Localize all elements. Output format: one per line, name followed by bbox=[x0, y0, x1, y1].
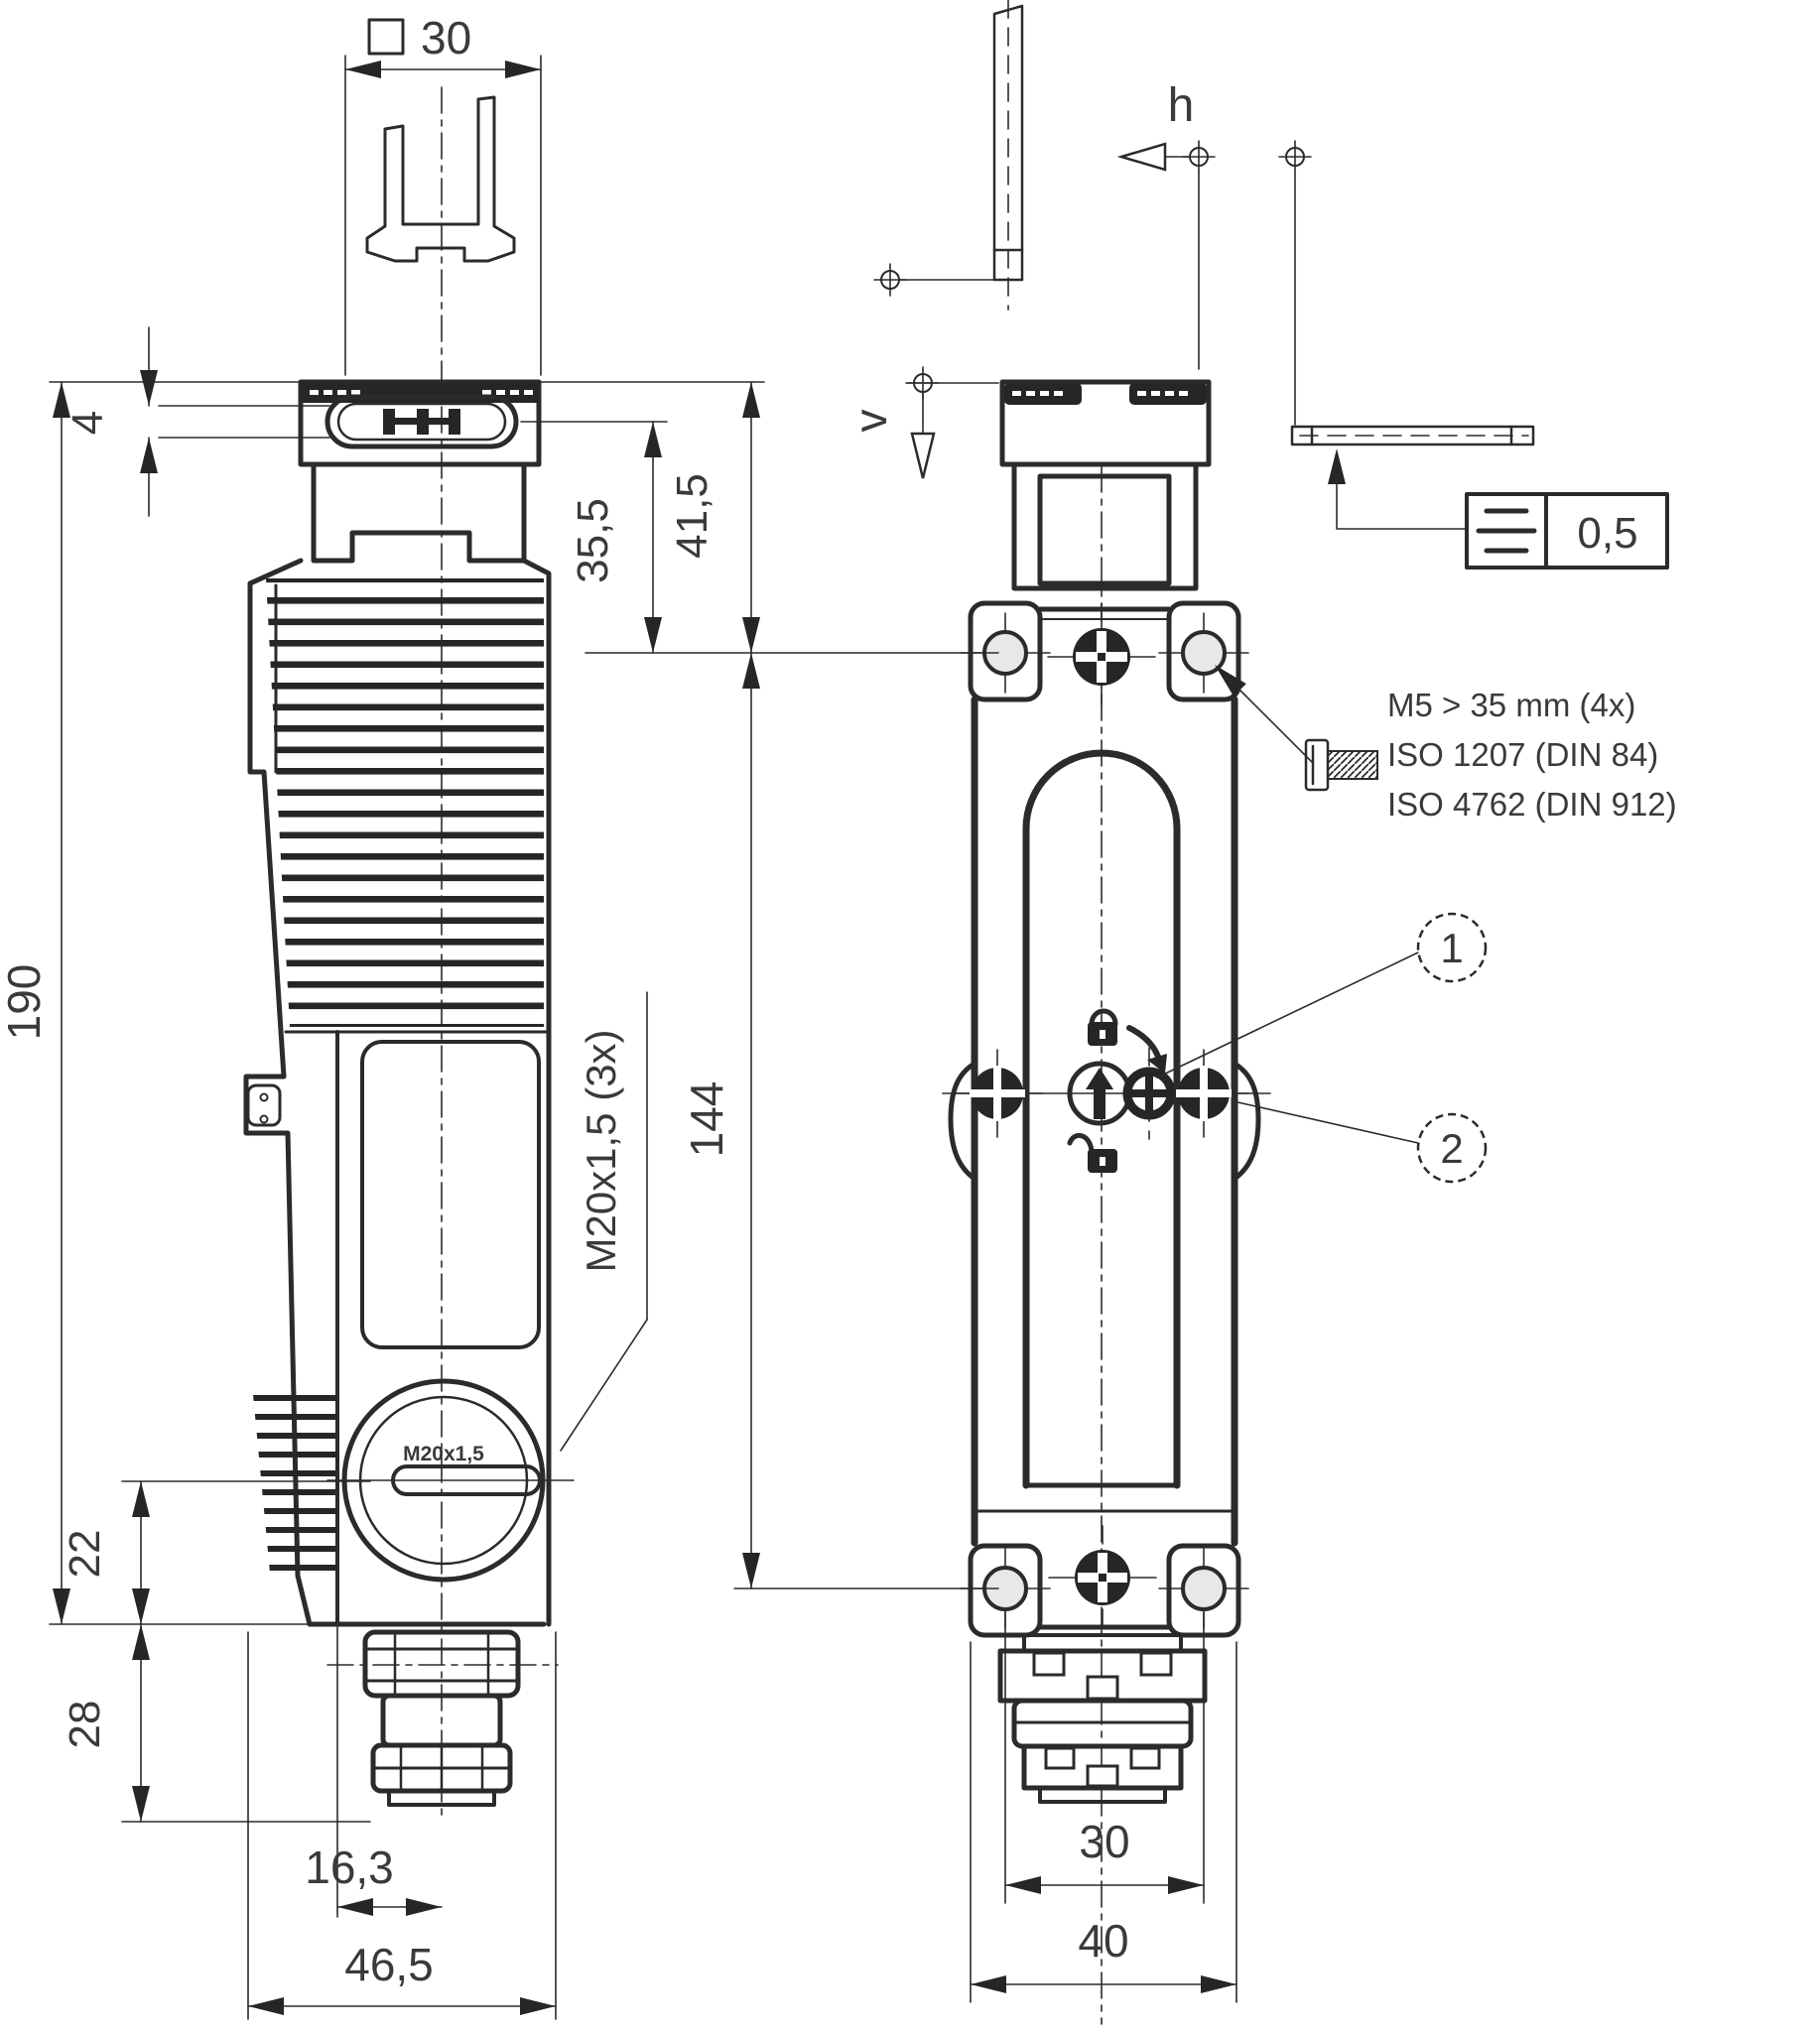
upper-ribs bbox=[266, 578, 544, 1027]
dim-41-5: 41,5 bbox=[668, 381, 760, 654]
dim-144: 144 bbox=[681, 652, 760, 1589]
actuator-cross-section bbox=[383, 409, 460, 435]
cable-gland: M20x1,5 bbox=[326, 1378, 575, 1583]
dim-190-value: 190 bbox=[0, 964, 50, 1041]
dim-m20-gland: M20x1,5 (3x) bbox=[560, 991, 648, 1452]
dim-30: 30 bbox=[1004, 1611, 1205, 1904]
release-arrow-icon bbox=[1086, 1068, 1113, 1119]
rotate-arrow-icon bbox=[1126, 1025, 1162, 1063]
dim-30-value: 30 bbox=[1079, 1816, 1129, 1867]
callout-1: 1 bbox=[1156, 912, 1488, 1079]
release-screw bbox=[1122, 1047, 1176, 1140]
dim-40-value: 40 bbox=[1078, 1915, 1128, 1967]
approach-h-label: h bbox=[1168, 79, 1195, 132]
mount-hole-bottom-right bbox=[1181, 1566, 1227, 1611]
dim-35-5-value: 35,5 bbox=[569, 498, 617, 583]
actuator-blade-horizontal bbox=[1290, 425, 1535, 446]
gland-embossed-text: M20x1,5 bbox=[403, 1443, 484, 1465]
screw-note: M5 > 35 mm (4x) ISO 1207 (DIN 84) ISO 47… bbox=[1208, 658, 1677, 823]
lower-ribs bbox=[252, 1384, 335, 1573]
mount-foot-top-right bbox=[1166, 600, 1241, 702]
clamp-hatch-left bbox=[310, 390, 360, 395]
dim-144-value: 144 bbox=[681, 1081, 732, 1158]
dim-28-value: 28 bbox=[61, 1701, 109, 1749]
dim-35-5: 35,5 bbox=[569, 421, 662, 654]
screw-note-line1: M5 > 35 mm (4x) bbox=[1387, 687, 1635, 723]
dim-4: 4 bbox=[64, 326, 330, 517]
target-icon-left bbox=[952, 1049, 1043, 1138]
square-symbol bbox=[367, 18, 405, 56]
dim-190: 190 bbox=[0, 381, 70, 1625]
dim-22: 22 bbox=[61, 1480, 150, 1625]
callout-2-number: 2 bbox=[1440, 1125, 1463, 1172]
head-window bbox=[1037, 473, 1172, 586]
actuator-blade-vertical bbox=[992, 0, 1024, 311]
dim-16-3: 16,3 bbox=[305, 1842, 443, 1916]
screw-note-line2: ISO 1207 (DIN 84) bbox=[1387, 736, 1658, 773]
dim-22-value: 22 bbox=[61, 1530, 109, 1579]
label-panel bbox=[360, 1040, 541, 1349]
front-view bbox=[942, 0, 1271, 2025]
side-bulge-left bbox=[948, 1061, 977, 1182]
cover-screw-top bbox=[1047, 602, 1156, 711]
h-direction-arrow-icon bbox=[1116, 142, 1167, 172]
callout-2: 2 bbox=[1233, 1100, 1488, 1184]
release-lever-side bbox=[246, 1083, 282, 1127]
side-bulge-right bbox=[1232, 1061, 1261, 1182]
mount-hole-top-right bbox=[1181, 630, 1227, 676]
gland-slot bbox=[391, 1464, 542, 1496]
padlock-open-icon bbox=[1067, 1133, 1117, 1173]
dim-square-30: 30 bbox=[344, 12, 542, 376]
actuator-side-outline bbox=[365, 95, 516, 263]
dim-46-5: 46,5 bbox=[247, 1939, 557, 2015]
actuator-slot bbox=[325, 394, 519, 449]
release-mechanism bbox=[942, 1008, 1271, 1173]
screw-note-line3: ISO 4762 (DIN 912) bbox=[1387, 786, 1677, 823]
head-side bbox=[298, 379, 542, 564]
dim-40: 40 bbox=[970, 1641, 1237, 2003]
dim-m20-value: M20x1,5 (3x) bbox=[578, 1029, 624, 1272]
dim-square-30-value: 30 bbox=[421, 12, 471, 64]
head-front bbox=[999, 379, 1212, 591]
symmetry-tolerance: 0,5 bbox=[1290, 425, 1669, 570]
dim-41-5-value: 41,5 bbox=[668, 473, 716, 559]
housing-side: M20x1,5 bbox=[243, 558, 575, 1807]
housing-front bbox=[948, 600, 1261, 1638]
dim-16-3-value: 16,3 bbox=[305, 1842, 394, 1893]
connector-side bbox=[326, 1629, 559, 1807]
symmetry-symbol-icon bbox=[1476, 508, 1537, 554]
padlock-locked-icon bbox=[1088, 1008, 1118, 1046]
lock-cover-arch bbox=[1022, 749, 1181, 1489]
dim-4-value: 4 bbox=[64, 411, 112, 435]
callout-1-number: 1 bbox=[1440, 925, 1463, 971]
approach-v-label: v bbox=[845, 410, 896, 433]
head-lower-step bbox=[311, 461, 527, 564]
dim-46-5-value: 46,5 bbox=[344, 1939, 434, 1990]
target-icon-right bbox=[1158, 1049, 1249, 1138]
cover-screw-bottom bbox=[1048, 1525, 1157, 1630]
v-direction-arrow-icon bbox=[910, 432, 936, 479]
tolerance-value: 0,5 bbox=[1577, 509, 1637, 558]
reference-lines bbox=[49, 381, 999, 2020]
approach-horizontal: h bbox=[1116, 79, 1312, 426]
dim-28: 28 bbox=[61, 1623, 150, 1823]
side-view: M20x1,5 bbox=[243, 86, 575, 1822]
clamp-hatch-right bbox=[482, 390, 533, 395]
mount-foot-top-left bbox=[968, 600, 1043, 702]
screw-icon bbox=[1304, 738, 1378, 792]
approach-vertical: v bbox=[845, 263, 995, 479]
connector-front bbox=[997, 1633, 1208, 1804]
